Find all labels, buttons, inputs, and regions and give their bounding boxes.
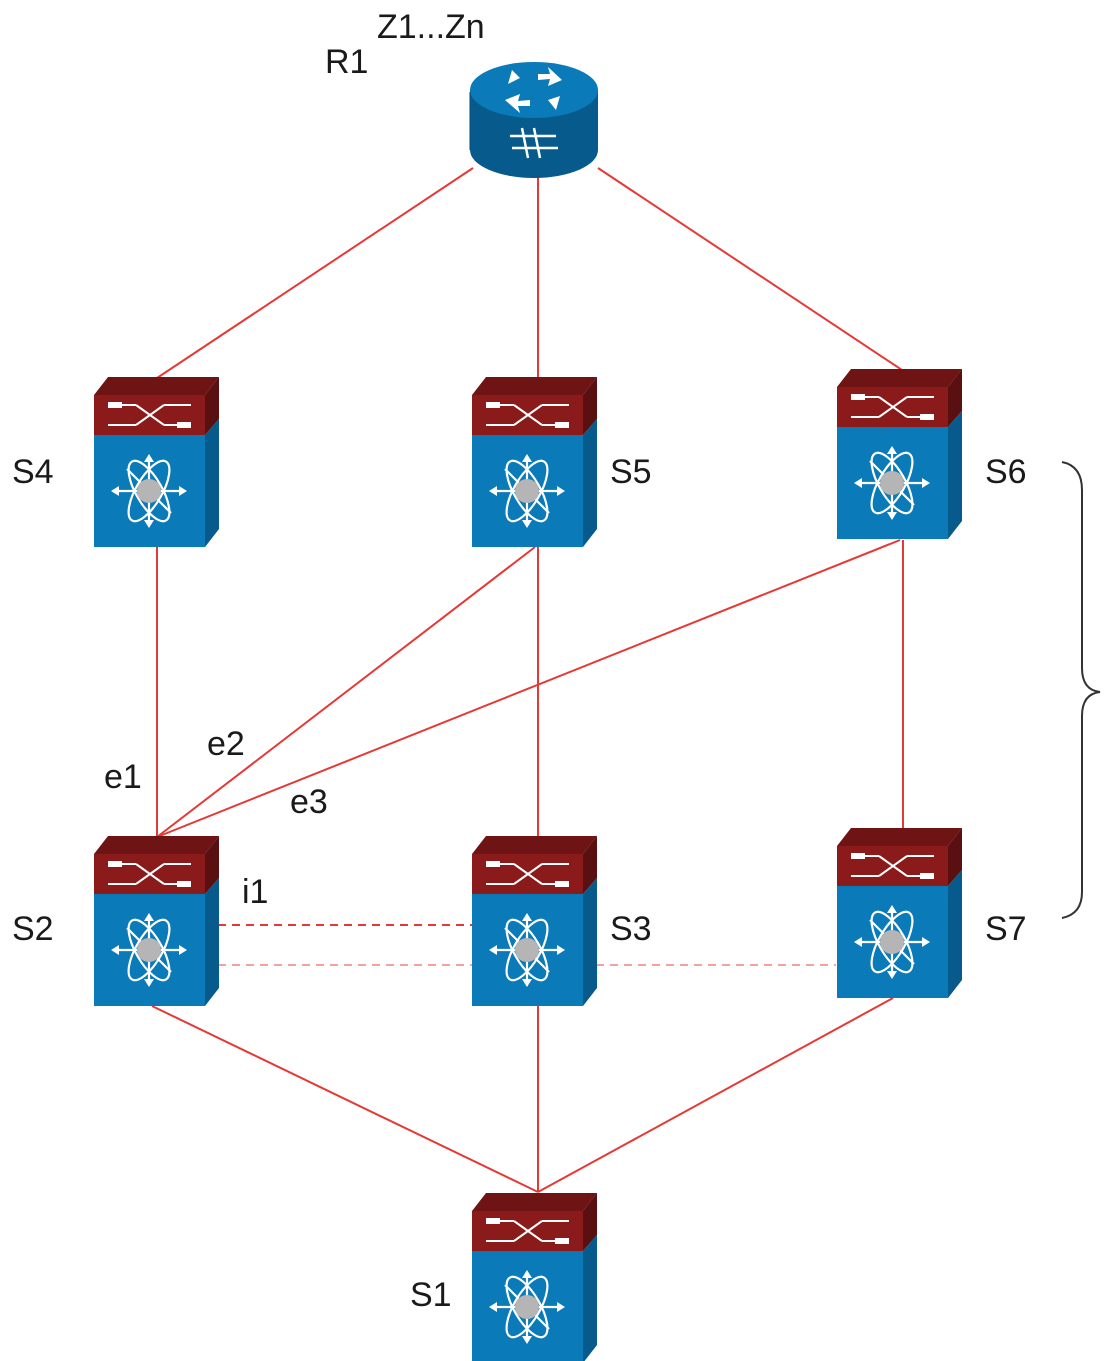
link-e2-label: e2 — [207, 725, 245, 763]
link-r1-s6 — [597, 167, 903, 371]
switch-s3-label: S3 — [610, 910, 652, 948]
link-s6-s2 — [156, 539, 901, 838]
switch-s2-label: S2 — [12, 910, 54, 948]
switch-s7-label: S7 — [985, 910, 1027, 948]
link-s5-s2 — [156, 546, 536, 838]
link-e1-label: e1 — [104, 758, 142, 796]
switch-s6-icon — [835, 367, 964, 541]
switch-s1-icon — [470, 1191, 599, 1361]
switch-s2-icon — [92, 834, 221, 1008]
links — [151, 167, 904, 1193]
router-label: R1 — [325, 43, 369, 81]
switch-s7-icon — [835, 826, 964, 1000]
switch-s5-icon — [470, 375, 599, 549]
router-zone-label: Z1...Zn — [377, 8, 485, 46]
link-i1-label: i1 — [242, 873, 269, 911]
switch-s4-icon — [92, 375, 221, 549]
link-e3-label: e3 — [290, 783, 328, 821]
switch-s1-label: S1 — [410, 1276, 452, 1314]
right-brace-icon — [1061, 461, 1101, 919]
router-icon — [469, 62, 598, 178]
switch-s4-label: S4 — [12, 453, 54, 491]
link-r1-s4 — [156, 167, 474, 379]
link-s7-s1 — [537, 997, 894, 1193]
switch-s6-label: S6 — [985, 453, 1027, 491]
switch-s5-label: S5 — [610, 453, 652, 491]
switch-s3-icon — [470, 834, 599, 1008]
link-s2-s1 — [151, 1005, 539, 1193]
